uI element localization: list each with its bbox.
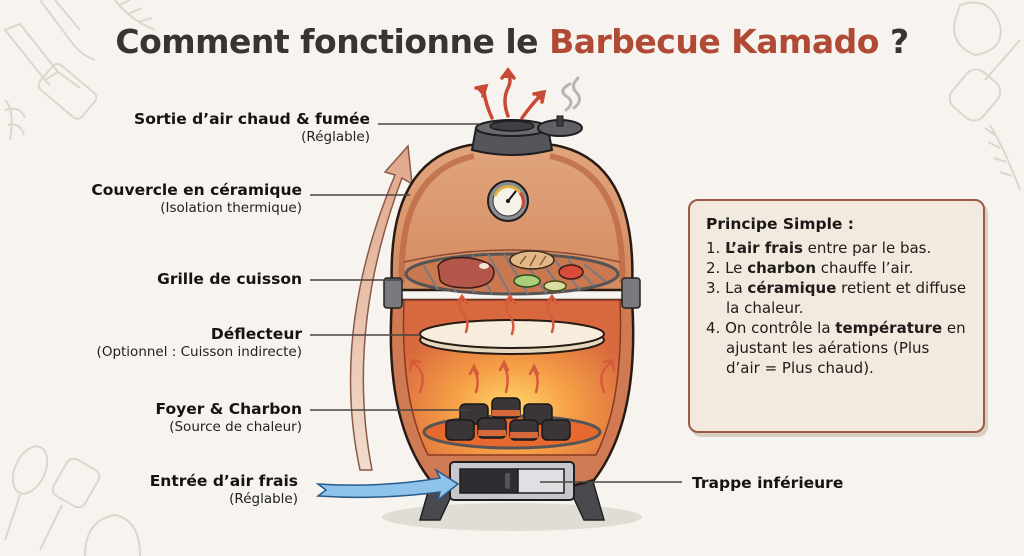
heat-arrows	[408, 293, 616, 394]
title-suffix: ?	[878, 22, 909, 61]
principle-item: 3. La céramique retient et diffuse la ch…	[706, 278, 967, 317]
label-grille: Grille de cuisson	[157, 270, 302, 289]
airflow-arrow	[349, 144, 413, 471]
principle-box: Principe Simple : 1. L’air frais entre p…	[688, 199, 985, 433]
ground-shadow	[382, 503, 642, 531]
label-couvercle-sub: (Isolation thermique)	[160, 199, 302, 216]
food-icons	[437, 250, 584, 292]
draft-door	[449, 461, 575, 501]
tomato-icon	[558, 264, 584, 280]
label-entree-main: Entrée d’air frais	[149, 472, 298, 490]
label-foyer-main: Foyer & Charbon	[155, 400, 302, 418]
zucchini-icon	[513, 274, 541, 288]
label-sortie-sub: (Réglable)	[301, 128, 370, 145]
label-deflecteur-sub: (Optionnel : Cuisson indirecte)	[96, 343, 302, 360]
label-entree-sub: (Réglable)	[229, 490, 298, 507]
page-title: Comment fonctionne le Barbecue Kamado ?	[0, 22, 1024, 61]
label-grille-main: Grille de cuisson	[157, 270, 302, 288]
hinge-right	[621, 277, 641, 309]
label-entree: Entrée d’air frais (Réglable)	[150, 472, 298, 507]
title-prefix: Comment fonctionne le	[115, 22, 550, 61]
label-couvercle-main: Couvercle en céramique	[91, 181, 302, 199]
principle-item: 4. On contrôle la température en ajustan…	[706, 318, 966, 377]
label-couvercle: Couvercle en céramique (Isolation thermi…	[91, 181, 302, 216]
label-deflecteur-main: Déflecteur	[210, 325, 302, 343]
label-trappe: Trappe inférieure	[692, 474, 844, 492]
charcoal	[422, 397, 602, 450]
label-sortie-main: Sortie d’air chaud & fumée	[134, 110, 370, 128]
steak-icon	[437, 256, 495, 289]
smoke-icon	[561, 76, 581, 112]
principle-item: 2. Le charbon chauffe l’air.	[706, 258, 914, 277]
zucchini-icon-2	[543, 280, 567, 292]
fresh-air-arrow	[315, 467, 460, 502]
top-vent	[470, 115, 583, 156]
principle-heading: Principe Simple :	[706, 215, 854, 233]
label-foyer-sub: (Source de chaleur)	[169, 418, 302, 435]
principle-item: 1. L’air frais entre par le bas.	[706, 239, 932, 257]
hot-air-arrows	[474, 67, 547, 120]
label-foyer: Foyer & Charbon (Source de chaleur)	[156, 400, 302, 435]
title-accent: Barbecue Kamado	[549, 22, 879, 61]
hinge-left	[383, 277, 403, 309]
leader-lines	[310, 123, 682, 483]
principle-list: 1. L’air frais entre par le bas. 2. Le c…	[706, 239, 967, 379]
label-deflecteur: Déflecteur (Optionnel : Cuisson indirect…	[97, 325, 302, 360]
label-sortie: Sortie d’air chaud & fumée (Réglable)	[134, 110, 370, 145]
chicken-icon	[509, 250, 555, 270]
deflector-plate	[419, 319, 605, 355]
thermometer-icon	[487, 180, 529, 222]
